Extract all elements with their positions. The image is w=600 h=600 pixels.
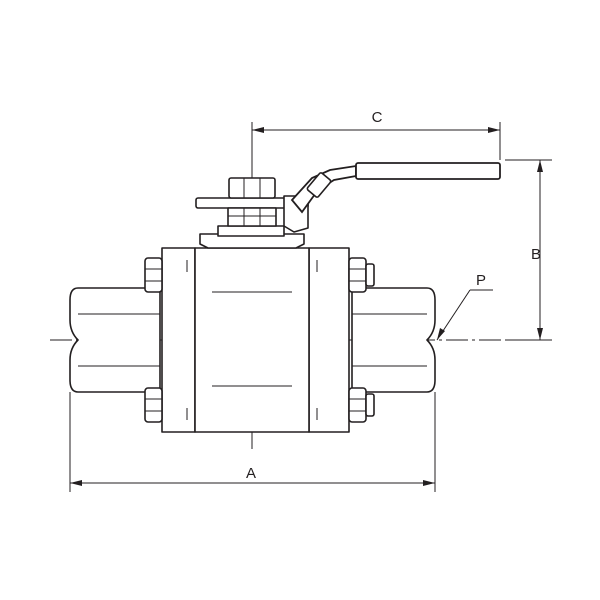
dimension-b-label: B [531,246,541,263]
dimension-a [69,392,436,492]
right-end-connector [351,287,436,393]
left-end-connector [69,287,161,393]
bolt-bottom-right [348,387,375,423]
left-end-cap [161,247,196,433]
bolt-top-left [144,257,163,293]
leader-p-label: P [476,272,486,289]
stem-assembly [195,177,309,249]
dimension-c [251,122,501,175]
bolt-top-right [348,257,375,293]
dimension-a-label: A [246,465,256,482]
valve-body [194,247,310,433]
dimension-c-label: C [372,109,383,126]
leader-p [436,289,493,341]
lever-handle [290,162,501,214]
right-end-cap [308,247,350,433]
bolt-bottom-left [144,387,163,423]
dimension-b [505,159,552,341]
